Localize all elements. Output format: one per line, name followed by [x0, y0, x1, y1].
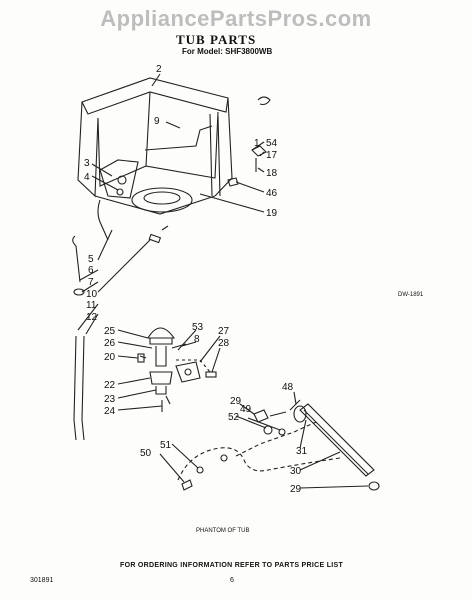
callout-52: 52	[228, 412, 240, 423]
spray-arm	[299, 403, 375, 477]
callout-10: 10	[86, 289, 98, 300]
callout-labels: 2 9 54 1 17 18 3 4 46 19 5 6 7 10 11 12 …	[84, 64, 308, 495]
callout-4: 4	[84, 172, 90, 183]
callout-27: 27	[218, 326, 230, 337]
model-subtitle: For Model: SHF3800WB	[182, 47, 273, 56]
callout-18: 18	[266, 168, 278, 179]
callout-51: 51	[160, 440, 172, 451]
rod-left	[73, 335, 77, 441]
callout-25: 25	[104, 326, 116, 337]
callout-12: 12	[86, 312, 98, 323]
ordering-info: FOR ORDERING INFORMATION REFER TO PARTS …	[120, 562, 344, 569]
callout-46: 46	[266, 188, 278, 199]
publication-number: 301891	[30, 577, 54, 584]
callout-20: 20	[104, 352, 116, 363]
tub-right-wall	[214, 97, 233, 197]
callout-30: 30	[290, 466, 302, 477]
callout-49: 49	[240, 404, 252, 415]
callout-24: 24	[104, 406, 116, 417]
tub-vent-duct	[144, 125, 213, 151]
tub-inner-back	[145, 91, 219, 179]
callout-26: 26	[104, 338, 116, 349]
rod-right	[81, 335, 85, 441]
filter-dome	[147, 327, 176, 339]
tub-phantom-outline	[177, 447, 341, 481]
callout-8: 8	[194, 334, 200, 345]
callout-31: 31	[296, 446, 308, 457]
callout-54: 54	[266, 138, 278, 149]
callout-5: 5	[88, 254, 94, 265]
drain-tube	[72, 235, 81, 283]
callout-9: 9	[154, 116, 160, 127]
callout-28: 28	[218, 338, 230, 349]
page-number: 6	[230, 577, 234, 584]
callout-29: 29	[230, 396, 242, 407]
valve-body	[175, 361, 201, 383]
callout-3: 3	[84, 158, 90, 169]
tub-outline	[81, 77, 229, 115]
callout-19: 19	[266, 208, 278, 219]
tub-left-wall	[77, 101, 99, 198]
callout-29b: 29	[290, 484, 302, 495]
callout-2: 2	[156, 64, 162, 75]
inlet-tube-48	[289, 399, 301, 411]
callout-11: 11	[86, 300, 97, 311]
tub-sump	[131, 187, 193, 213]
phantom-of-tub-label: PHANTOM OF TUB	[196, 528, 250, 534]
tub-front-edge	[94, 195, 216, 215]
callout-22: 22	[104, 380, 116, 391]
callout-48: 48	[282, 382, 294, 393]
callout-53: 53	[192, 322, 204, 333]
callout-6: 6	[88, 265, 94, 276]
diagram-code: DW-1891	[398, 292, 424, 298]
side-panel	[99, 159, 139, 199]
callout-23: 23	[104, 394, 116, 405]
tub-inner-floor	[97, 117, 147, 187]
callout-17: 17	[266, 150, 278, 161]
page-title: TUB PARTS	[176, 32, 257, 47]
callout-50: 50	[140, 448, 152, 459]
callout-1: 1	[254, 138, 260, 149]
hub-washer	[293, 405, 307, 423]
callout-7: 7	[88, 277, 94, 288]
watermark: AppliancePartsPros.com	[100, 6, 372, 31]
